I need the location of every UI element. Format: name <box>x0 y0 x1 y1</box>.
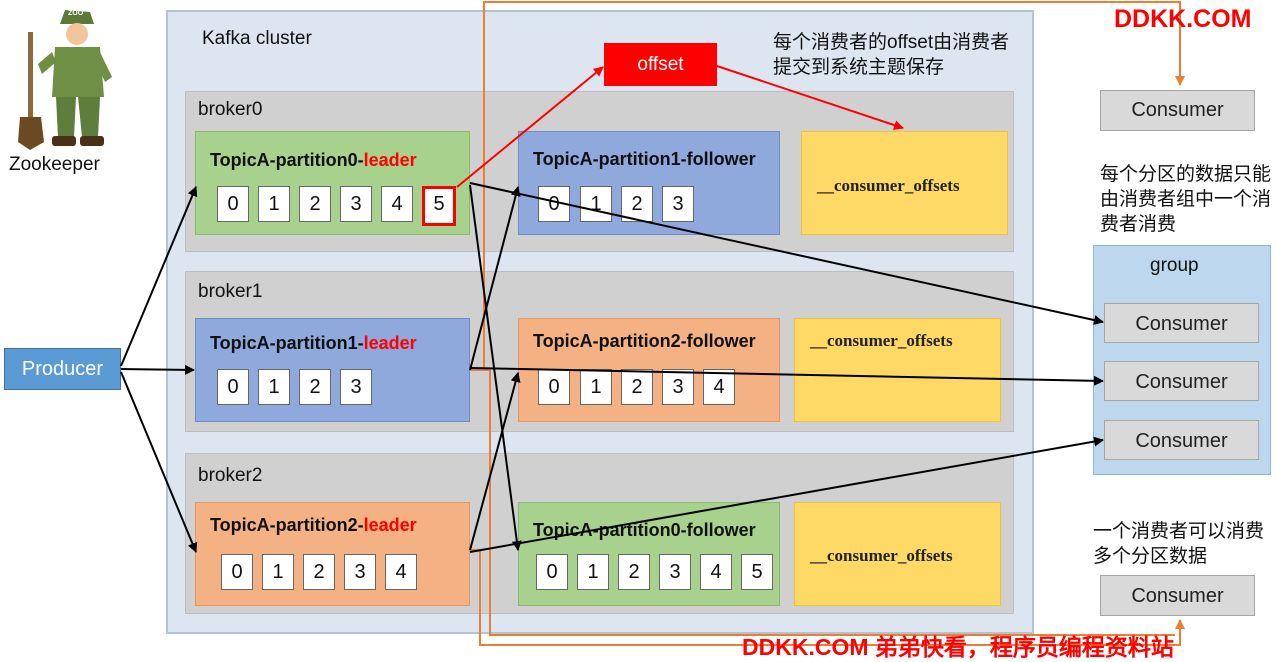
broker-2-consumer-offsets: __consumer_offsets <box>794 502 1001 606</box>
broker-1-follower-cell: 2 <box>621 369 653 405</box>
broker-1-follower-cell: 1 <box>580 369 612 405</box>
broker-0-leader-cell: 3 <box>340 186 372 222</box>
broker-1-leader-cell: 1 <box>258 369 290 405</box>
group-consumer: Consumer <box>1104 361 1259 401</box>
broker-0-follower-cell: 0 <box>538 186 570 222</box>
broker-1-follower-cell: 0 <box>538 369 570 405</box>
group-label: group <box>1150 255 1199 276</box>
zookeeper-icon <box>18 10 112 150</box>
broker-0-leader-cell: 2 <box>299 186 331 222</box>
zookeeper-hat-text: ZOO <box>68 10 84 17</box>
broker-1-leader-name: TopicA-partition1- <box>210 333 364 353</box>
offset-note: 每个消费者的offset由消费者提交到系统主题保存 <box>773 32 1010 78</box>
zookeeper: ZOO <box>10 2 120 152</box>
broker-1-leader-title: TopicA-partition1-leader <box>210 333 417 354</box>
cluster-title: Kafka cluster <box>202 28 312 49</box>
broker-2-leader-cell: 2 <box>303 554 335 590</box>
broker-0-follower-cell: 1 <box>580 186 612 222</box>
producer-label: Producer <box>21 358 104 380</box>
broker-2-follower-cell: 4 <box>700 554 732 590</box>
broker-2-leader-title: TopicA-partition2-leader <box>210 515 417 536</box>
broker-0-leader-title: TopicA-partition0-leader <box>210 150 417 171</box>
broker-0-leader-cell: 4 <box>381 186 413 222</box>
broker-1-follower-cell: 4 <box>703 369 735 405</box>
broker-1-consumer-offsets: __consumer_offsets <box>794 318 1001 422</box>
broker-1-leader-cell: 0 <box>217 369 249 405</box>
broker-2-follower-title: TopicA-partition0-follower <box>533 520 756 540</box>
broker-0-leader-cell-highlight: 5 <box>422 186 456 226</box>
broker-0-leader-cell: 0 <box>217 186 249 222</box>
watermark-top: DDKK.COM <box>1114 5 1252 33</box>
consumer-top: Consumer <box>1100 90 1255 131</box>
broker-0-offsets-label: __consumer_offsets <box>817 176 960 195</box>
broker-1-leader-cell: 3 <box>340 369 372 405</box>
broker-2-follower-cell: 3 <box>659 554 691 590</box>
broker-2-offsets-label: __consumer_offsets <box>810 546 953 565</box>
broker-1-offsets-label: __consumer_offsets <box>810 331 953 350</box>
consumer-top-label: Consumer <box>1131 99 1224 121</box>
broker-2-leader-tag: leader <box>363 515 417 535</box>
broker-2-follower-cell: 5 <box>741 554 773 590</box>
group-consumer: Consumer <box>1104 303 1259 343</box>
broker-2-follower-cell: 2 <box>618 554 650 590</box>
broker-2-leader-cell: 4 <box>385 554 417 590</box>
consumer-bottom: Consumer <box>1100 575 1255 616</box>
zookeeper-label: Zookeeper <box>9 154 100 175</box>
broker-0-consumer-offsets: __consumer_offsets <box>801 131 1008 235</box>
multi-consumer-note: 一个消费者可以消费多个分区数据 <box>1093 521 1265 567</box>
broker-0-follower-cell: 2 <box>621 186 653 222</box>
broker-1-leader-tag: leader <box>363 333 417 353</box>
group-consumer-label: Consumer <box>1135 371 1228 393</box>
group-consumer-label: Consumer <box>1135 430 1228 452</box>
group-consumer-label: Consumer <box>1135 313 1228 335</box>
broker-2-leader-cell: 0 <box>221 554 253 590</box>
broker-2-follower-cell: 0 <box>536 554 568 590</box>
broker-0-label: broker0 <box>198 99 263 120</box>
watermark-bottom: DDKK.COM 弟弟快看，程序员编程资料站 <box>742 634 1174 660</box>
group-consumer: Consumer <box>1104 420 1259 460</box>
broker-0-leader-tag: leader <box>363 150 417 170</box>
partition-note: 每个分区的数据只能由消费者组中一个消费者消费 <box>1100 164 1272 235</box>
broker-1-follower-cell: 3 <box>662 369 694 405</box>
offset-box: offset <box>604 43 717 86</box>
broker-2-label: broker2 <box>198 465 263 486</box>
offset-label: offset <box>637 54 684 75</box>
broker-1-leader-cell: 2 <box>299 369 331 405</box>
producer-box: Producer <box>4 348 121 390</box>
broker-0-leader-name: TopicA-partition0- <box>210 150 364 170</box>
broker-2-leader-cell: 1 <box>262 554 294 590</box>
broker-2-leader-name: TopicA-partition2- <box>210 515 364 535</box>
broker-1-follower-title: TopicA-partition2-follower <box>533 331 756 351</box>
broker-0-leader-cell: 1 <box>258 186 290 222</box>
broker-0-follower-cell: 3 <box>662 186 694 222</box>
broker-0-follower-title: TopicA-partition1-follower <box>533 149 756 169</box>
broker-1-label: broker1 <box>198 281 263 302</box>
broker-2-follower-cell: 1 <box>577 554 609 590</box>
broker-2-leader-cell: 3 <box>344 554 376 590</box>
consumer-bottom-label: Consumer <box>1131 585 1224 607</box>
